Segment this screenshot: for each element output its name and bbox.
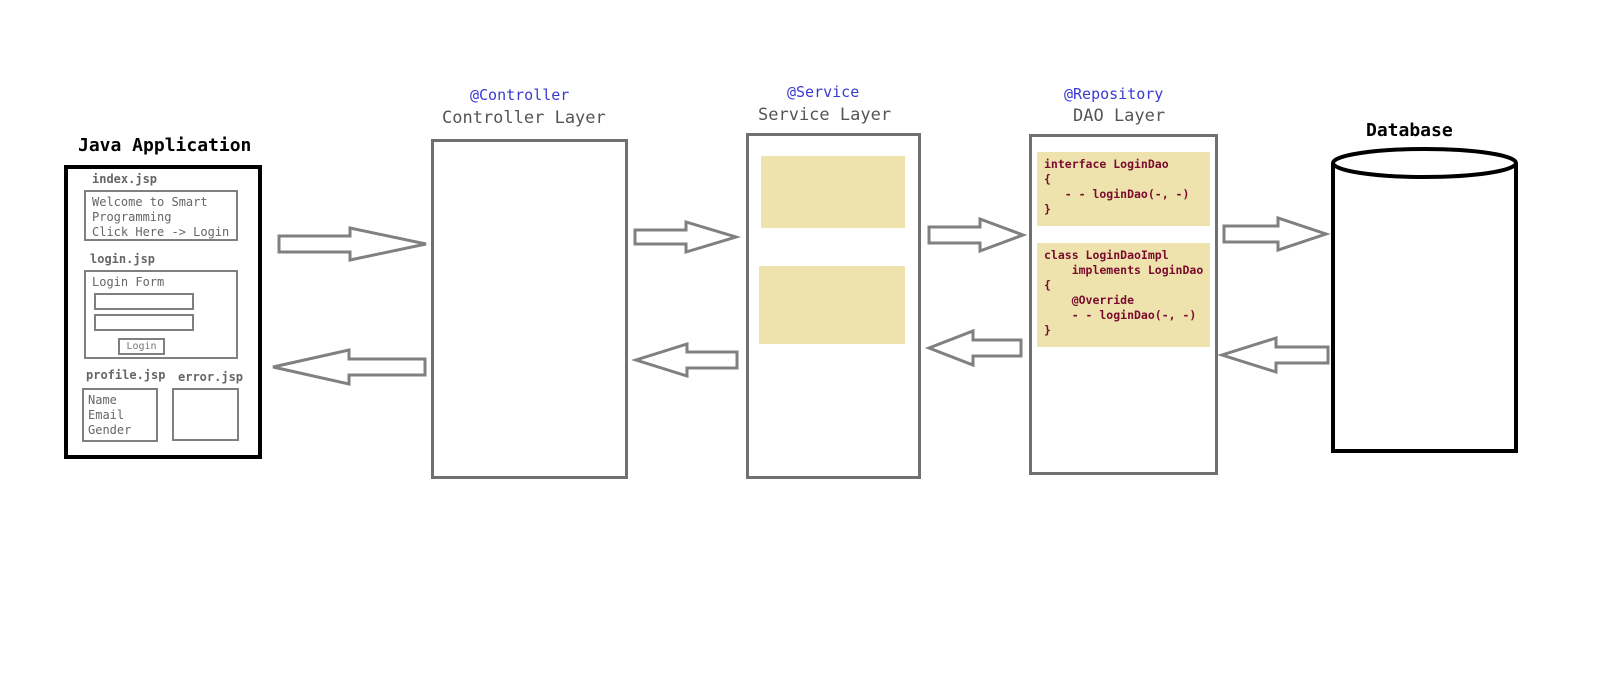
arrow-left-icon xyxy=(924,328,1023,368)
code-line: - - loginDao(-, -) xyxy=(1044,187,1190,201)
controller-layer-title: Controller Layer xyxy=(442,108,606,128)
code-line: interface LoginDao xyxy=(1044,157,1169,171)
code-line: } xyxy=(1044,323,1051,337)
java-app-box xyxy=(64,165,262,459)
code-line: { xyxy=(1044,278,1051,292)
arrow-right-icon xyxy=(927,216,1028,254)
database-cylinder-icon xyxy=(1331,147,1518,453)
code-line: implements LoginDao xyxy=(1044,263,1204,277)
controller-layer-box xyxy=(431,139,628,479)
username-input[interactable] xyxy=(94,293,194,310)
code-line: { xyxy=(1044,172,1051,186)
service-layer-box xyxy=(746,133,921,479)
java-app-title: Java Application xyxy=(78,135,252,156)
code-line: - - loginDao(-, -) xyxy=(1044,308,1197,322)
arrow-left-icon xyxy=(630,341,739,379)
password-input[interactable] xyxy=(94,314,194,331)
repository-annotation: @Repository xyxy=(1064,85,1164,103)
code-line: class LoginDaoImpl xyxy=(1044,248,1169,262)
arrow-left-icon xyxy=(1217,335,1330,375)
login-form-title: Login Form xyxy=(92,275,165,289)
profile-field: Email xyxy=(88,408,125,422)
error-jsp-box xyxy=(172,388,239,441)
controller-annotation: @Controller xyxy=(470,86,570,104)
index-login-link[interactable]: Click Here -> Login xyxy=(92,225,230,239)
index-line: Programming xyxy=(92,210,172,224)
index-jsp-label: index.jsp xyxy=(92,172,158,186)
login-jsp-label: login.jsp xyxy=(90,252,156,266)
login-dao-interface-code: interface LoginDao { - - loginDao(-, -) … xyxy=(1037,152,1210,226)
arrow-right-icon xyxy=(1222,215,1331,253)
arrow-right-icon xyxy=(633,219,742,255)
database-title: Database xyxy=(1366,120,1453,141)
profile-jsp-label: profile.jsp xyxy=(86,368,166,382)
service-layer-title: Service Layer xyxy=(758,105,892,125)
service-block xyxy=(759,266,905,344)
dao-layer-title: DAO Layer xyxy=(1073,106,1166,126)
profile-field: Name xyxy=(88,393,117,407)
profile-field: Gender xyxy=(88,423,132,437)
dao-layer-box xyxy=(1029,134,1218,475)
index-jsp-box: Welcome to Smart Programming Click Here … xyxy=(84,190,238,241)
code-line: @Override xyxy=(1044,293,1135,307)
index-line: Welcome to Smart xyxy=(92,195,208,209)
error-jsp-label: error.jsp xyxy=(178,370,244,384)
profile-jsp-box: Name Email Gender xyxy=(82,388,158,442)
login-button[interactable]: Login xyxy=(118,338,165,355)
code-line: } xyxy=(1044,202,1051,216)
login-dao-impl-code: class LoginDaoImpl implements LoginDao {… xyxy=(1037,243,1210,347)
arrow-left-icon xyxy=(272,348,427,386)
arrow-right-icon xyxy=(277,226,427,262)
service-annotation: @Service xyxy=(787,83,860,101)
login-jsp-box: Login Form Login xyxy=(84,270,238,359)
service-block xyxy=(761,156,905,228)
